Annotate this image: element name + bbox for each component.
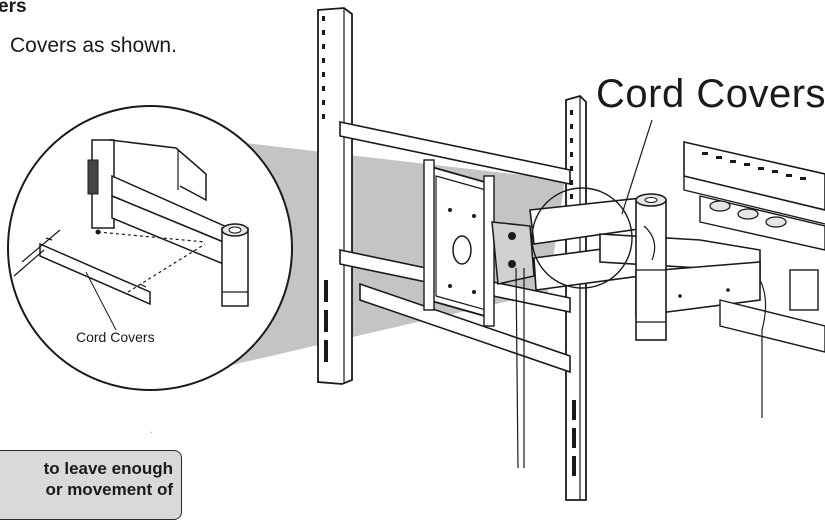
articulating-arms bbox=[529, 193, 761, 341]
detail-cord-covers-label: Cord Covers bbox=[76, 329, 155, 345]
section-heading: ers bbox=[0, 0, 27, 17]
left-wall-rail bbox=[317, 7, 353, 385]
zoom-source-circle bbox=[531, 187, 633, 289]
hanging-cords bbox=[515, 225, 767, 469]
instruction-text: Covers as shown. bbox=[10, 34, 177, 57]
mount-illustration: ` bbox=[7, 7, 825, 501]
svg-text:`: ` bbox=[150, 431, 153, 440]
cord-covers-pointer bbox=[621, 119, 653, 215]
note-text: to leave enough or movement of bbox=[0, 451, 181, 501]
tilt-joint bbox=[491, 221, 535, 285]
detail-circle bbox=[7, 105, 293, 391]
right-vertical-rail bbox=[565, 94, 587, 501]
mounting-plate bbox=[423, 159, 495, 327]
note-line-1: to leave enough bbox=[43, 459, 173, 478]
note-box: to leave enough or movement of bbox=[0, 450, 182, 520]
cord-covers-callout: Cord Covers bbox=[596, 72, 825, 116]
note-line-2: or movement of bbox=[45, 480, 173, 500]
wall-bracket bbox=[683, 140, 825, 353]
